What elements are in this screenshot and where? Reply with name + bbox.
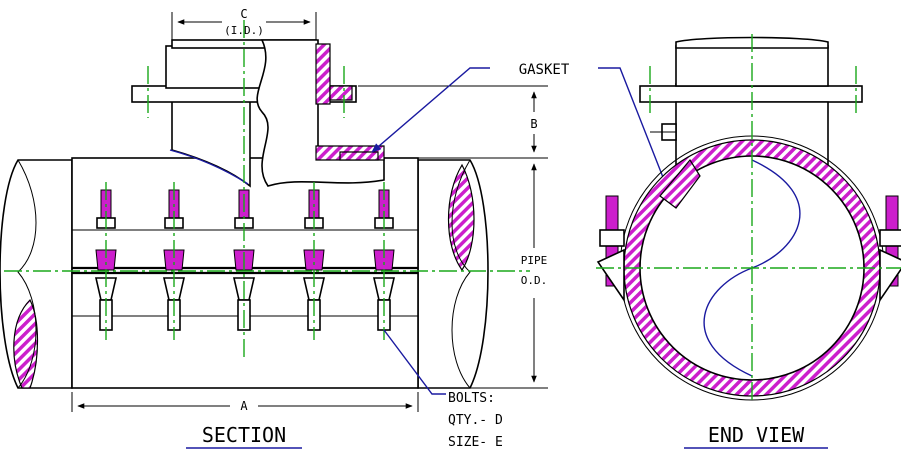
dim-b-label: B	[530, 117, 537, 131]
bolts-size-label: SIZE- E	[448, 435, 503, 450]
section-view: C (I.D.) A B PIPE O.D. GASKET BOLTS: QTY…	[0, 7, 669, 450]
dim-a-label: A	[240, 399, 248, 413]
section-title: SECTION	[202, 423, 286, 447]
gasket-label: GASKET	[519, 62, 570, 78]
dim-c-label: C	[240, 7, 247, 21]
end-view: END VIEW	[596, 34, 901, 449]
cutaway	[256, 39, 385, 187]
bolts-qty-label: QTY.- D	[448, 413, 503, 428]
dim-pipe-label: PIPE	[521, 254, 548, 267]
dim-od-label: O.D.	[521, 274, 548, 287]
end-view-title: END VIEW	[708, 423, 805, 447]
bolts-label: BOLTS:	[448, 391, 495, 406]
dim-c-id-label: (I.D.)	[224, 24, 264, 37]
